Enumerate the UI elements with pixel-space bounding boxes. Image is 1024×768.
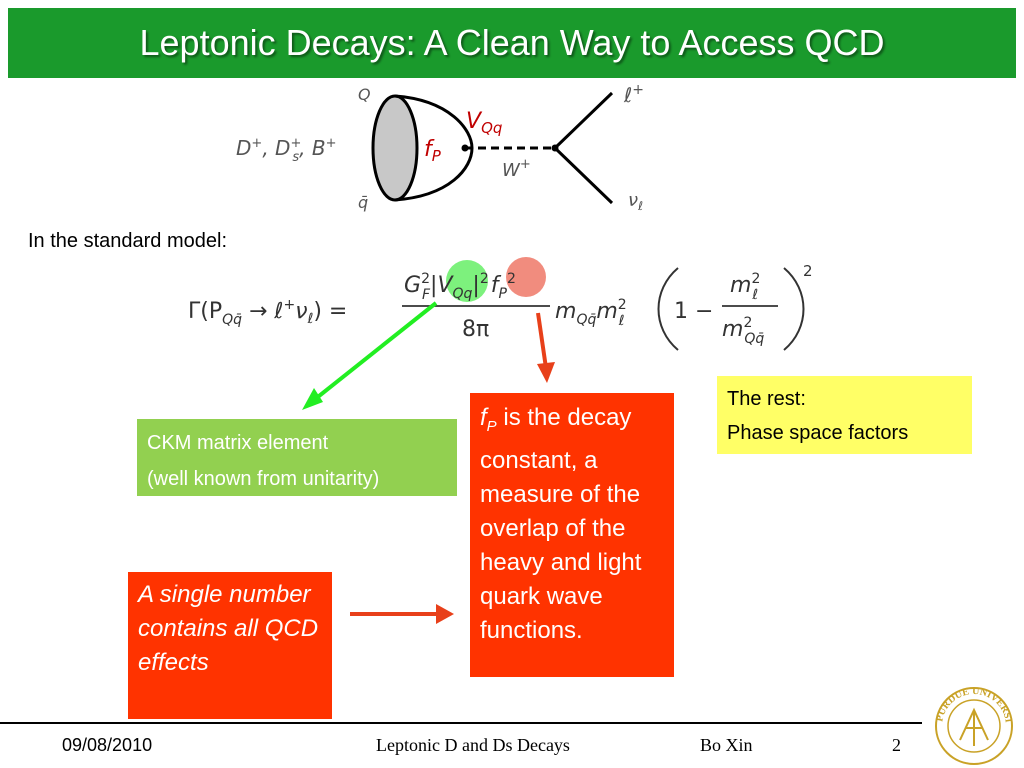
rest-line1: The rest: (727, 388, 806, 410)
green-arrow-head (302, 388, 323, 410)
title-bar: Leptonic Decays: A Clean Way to Access Q… (8, 8, 1016, 78)
ckm-line2: (well known from unitarity) (147, 468, 380, 490)
left-paren (657, 267, 679, 351)
neutrino-label: νℓ (628, 190, 643, 213)
lepton-label: ℓ+ (623, 82, 644, 107)
neutrino-line (553, 146, 614, 205)
lepton-line (553, 91, 614, 150)
footer-page-number: 2 (892, 735, 901, 755)
footer-author: Bo Xin (700, 735, 753, 755)
meson-label: D+, D+s, B+ (236, 136, 336, 165)
fp-subscript: P (486, 417, 497, 435)
outer-exponent: 2 (803, 262, 813, 280)
single-number-text: A single number contains all QCD effects (138, 581, 319, 676)
ckm-box: CKM matrix element (well known from unit… (137, 419, 457, 496)
vertex-left (461, 144, 469, 152)
single-number-box: A single number contains all QCD effects (128, 572, 332, 719)
fp-description: is the decay constant, a measure of the … (480, 404, 642, 644)
formula-denominator: 8π (462, 317, 489, 342)
red-arrow-right-head (436, 604, 454, 624)
vqq-highlight (446, 260, 488, 302)
footer-date: 09/08/2010 (62, 735, 153, 755)
decay-constant-box: fP is the decay constant, a measure of t… (470, 393, 674, 677)
feynman-diagram: Q q̄ D+, D+s, B+ fP VQq W+ ℓ+ νℓ (236, 82, 644, 213)
slide-title: Leptonic Decays: A Clean Way to Access Q… (139, 22, 885, 63)
rest-box: The rest: Phase space factors (717, 376, 972, 454)
footer-divider (0, 722, 922, 724)
red-arrow-down-head (537, 362, 555, 383)
rest-line2: Phase space factors (727, 422, 909, 444)
fp-diagram-label: fP (424, 137, 442, 165)
fp-symbol: f (480, 404, 487, 431)
footer-talk-title: Leptonic D and Ds Decays (376, 735, 570, 755)
ckm-line1: CKM matrix element (147, 432, 329, 454)
quark-top-label: Q (358, 85, 371, 104)
university-seal-logo: PURDUE UNIVERSITY (928, 680, 1014, 765)
fp-highlight (506, 257, 546, 297)
formula-lhs: Γ(PQq̄ → ℓ+νℓ) = (188, 297, 347, 328)
w-boson-label: W+ (502, 157, 531, 181)
right-paren (783, 267, 805, 351)
meson-blob (371, 94, 419, 202)
formula-one-minus: 1 − (674, 299, 713, 324)
intro-text: In the standard model: (28, 230, 228, 252)
vqq-diagram-label: VQq (466, 109, 502, 137)
quark-bottom-label: q̄ (358, 193, 368, 212)
